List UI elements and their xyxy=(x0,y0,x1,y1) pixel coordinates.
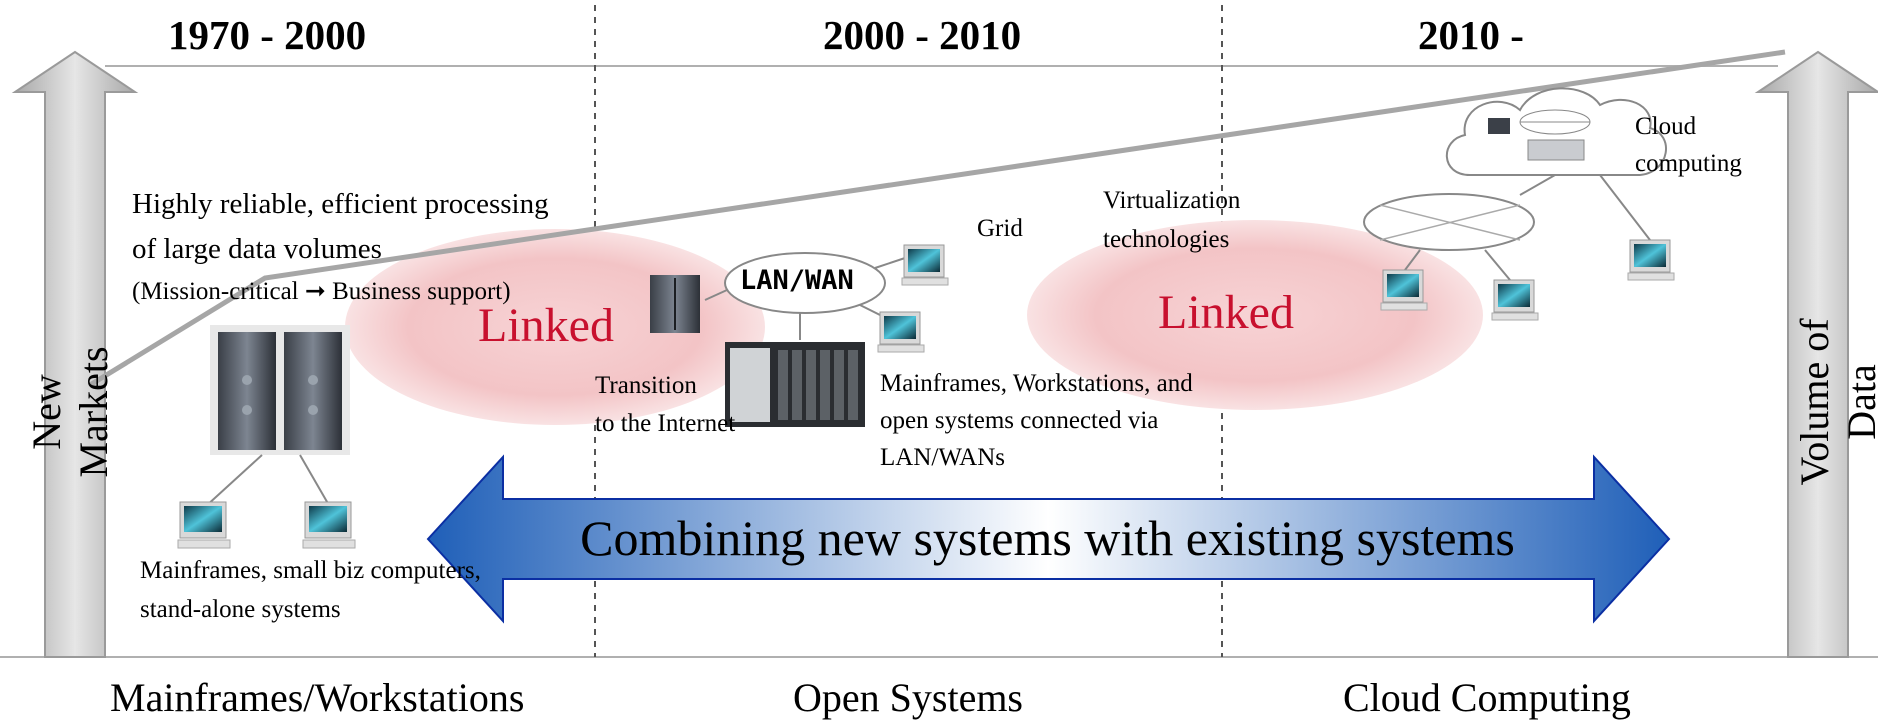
workstation-icon xyxy=(1627,239,1675,281)
highly-reliable-line2: of large data volumes xyxy=(132,233,382,265)
connector xyxy=(299,454,331,508)
virtualization-line2: technologies xyxy=(1103,226,1230,253)
highly-reliable-line3: (Mission-critical ➞ Business support) xyxy=(132,278,511,305)
transition-line1: Transition xyxy=(595,372,697,399)
lan-wan-label: LAN/WAN xyxy=(740,265,854,296)
axis-label-left: New Markets xyxy=(24,346,116,478)
connector xyxy=(1404,249,1421,271)
bottom-label-open-systems: Open Systems xyxy=(793,675,1023,720)
cloud-line2: computing xyxy=(1635,150,1742,177)
bottom-label-cloud: Cloud Computing xyxy=(1343,675,1631,720)
combining-double-arrow xyxy=(426,454,1671,624)
bottom-label-mainframes: Mainframes/Workstations xyxy=(110,675,525,720)
workstation-icon xyxy=(302,501,356,549)
workstation-icon xyxy=(901,244,949,286)
workstation-icon xyxy=(1491,279,1539,321)
connector xyxy=(704,289,728,301)
mainframe-rack-icon xyxy=(210,325,350,455)
workstation-icon xyxy=(1380,269,1428,311)
cloud-line1: Cloud xyxy=(1635,113,1697,140)
era-header-1: 1970 - 2000 xyxy=(168,12,367,58)
volume-of-data-arrow xyxy=(1754,50,1878,658)
era-header-2: 2000 - 2010 xyxy=(823,12,1022,58)
open-desc-line2: open systems connected via xyxy=(880,407,1159,434)
era-header-3: 2010 - xyxy=(1418,12,1524,58)
grid-label: Grid xyxy=(977,215,1023,242)
blade-server-icon xyxy=(725,342,865,427)
connector xyxy=(874,257,906,269)
server-tower-icon xyxy=(650,275,700,333)
linked-label-left: Linked xyxy=(478,299,614,352)
connector xyxy=(1599,174,1651,241)
transition-line2: to the Internet xyxy=(595,410,736,437)
growth-trend-line xyxy=(88,49,1786,388)
workstation-icon xyxy=(877,311,925,353)
workstation-icon xyxy=(177,501,231,549)
cloud-icon xyxy=(1445,87,1667,176)
linked-label-right: Linked xyxy=(1158,286,1294,339)
connector xyxy=(1379,204,1521,241)
open-desc-line3: LAN/WANs xyxy=(880,444,1005,471)
highly-reliable-line1: Highly reliable, efficient processing xyxy=(132,188,549,220)
linked-ellipse-right xyxy=(1027,220,1483,410)
new-markets-arrow xyxy=(11,50,139,658)
mainframe-desc-line1: Mainframes, small biz computers, xyxy=(140,557,481,584)
axis-label-right: Volume of Data xyxy=(1792,318,1878,486)
combining-label: Combining new systems with existing syst… xyxy=(580,510,1515,566)
connector xyxy=(1519,174,1556,196)
open-desc-line1: Mainframes, Workstations, and xyxy=(880,370,1193,397)
virtualization-line1: Virtualization xyxy=(1103,187,1241,214)
lan-wan-network-ellipse xyxy=(724,252,886,314)
mainframe-desc-line2: stand-alone systems xyxy=(140,596,341,623)
connector xyxy=(204,454,263,508)
connector xyxy=(1484,249,1511,281)
